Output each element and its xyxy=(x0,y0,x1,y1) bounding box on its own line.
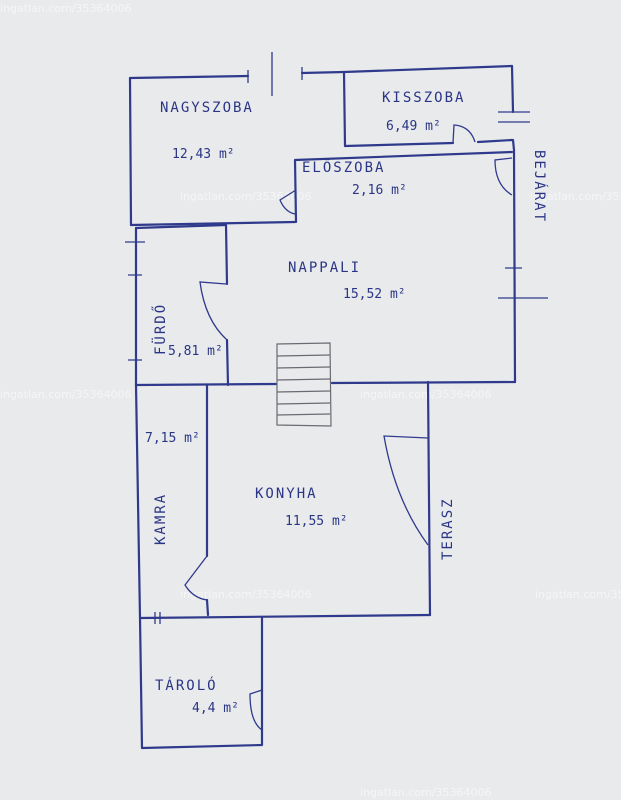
room-name-bejarat: BEJÁRAT xyxy=(531,150,548,223)
wall-left-upper xyxy=(128,76,133,227)
wall-right xyxy=(510,64,517,384)
door-konyha xyxy=(383,435,429,546)
door-kisszoba xyxy=(452,124,476,144)
room-labels: NAGYSZOBA 12,43 m² KISSZOBA 6,49 m² ELŐS… xyxy=(145,90,548,716)
window-right xyxy=(498,111,548,299)
wall-furdo-top xyxy=(134,223,228,230)
staircase xyxy=(276,342,332,427)
room-name-nappali: NAPPALI xyxy=(288,260,361,276)
watermark: ingatlan.com/35364006 xyxy=(0,2,132,15)
door-bejarat xyxy=(494,157,513,196)
room-name-kamra: KAMRA xyxy=(153,493,169,545)
wall-top xyxy=(128,64,514,80)
watermark: ingatlan.com/35364006 xyxy=(0,388,132,401)
door-tarolo xyxy=(249,689,263,731)
wall-kamra-right xyxy=(205,383,210,617)
room-name-nagyszoba: NAGYSZOBA xyxy=(160,100,254,116)
watermark: ingatlan.com/35364006 xyxy=(360,786,492,799)
room-area-konyha: 11,55 m² xyxy=(285,514,348,529)
room-name-furdo: FÜRDŐ xyxy=(151,303,169,355)
watermark: ingatlan.com/35364006 xyxy=(180,588,312,601)
wall-nagyszoba-bottom xyxy=(129,220,297,227)
room-area-eloszoba: 2,16 m² xyxy=(352,183,407,198)
wall-konyha-right xyxy=(426,380,432,617)
wall-kisszoba-bottom xyxy=(476,138,514,144)
wall-tarolo xyxy=(138,616,264,750)
window-bottom xyxy=(154,612,161,624)
wall-furdo-right xyxy=(224,223,230,387)
room-area-nappali: 15,52 m² xyxy=(343,287,406,302)
room-area-furdo: 5,81 m² xyxy=(168,344,223,359)
room-name-konyha: KONYHA xyxy=(255,486,318,502)
room-name-terasz: TERASZ xyxy=(440,497,456,560)
window-top xyxy=(247,52,303,96)
room-area-tarolo: 4,4 m² xyxy=(192,701,239,716)
room-area-kamra: 7,15 m² xyxy=(145,431,200,446)
room-name-eloszoba: ELŐSZOBA xyxy=(302,158,385,176)
watermark: ingatlan.com/35364006 xyxy=(180,190,312,203)
wall-middle-horizontal xyxy=(134,380,517,387)
watermark: ingatlan.com/35364006 xyxy=(530,190,621,203)
door-kamra xyxy=(184,555,208,601)
room-name-tarolo: TÁROLÓ xyxy=(155,676,218,694)
watermark: ingatlan.com/35364006 xyxy=(535,588,621,601)
window-left xyxy=(125,241,145,361)
door-furdo xyxy=(199,281,228,341)
door-eloszoba xyxy=(279,189,297,215)
walls xyxy=(125,52,548,750)
wall-divider-upper xyxy=(342,70,455,148)
wall-left-lower xyxy=(134,383,142,620)
room-name-kisszoba: KISSZOBA xyxy=(382,90,465,106)
watermark: ingatlan.com/35364006 xyxy=(360,388,492,401)
room-area-kisszoba: 6,49 m² xyxy=(386,119,441,134)
wall-konyha-bottom xyxy=(138,613,432,620)
room-area-nagyszoba: 12,43 m² xyxy=(172,147,235,162)
